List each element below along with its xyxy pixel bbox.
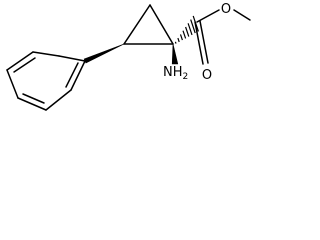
bond-ester-o-to-methyl (233, 9, 251, 21)
ester-group (194, 9, 251, 65)
phenyl-ring (6, 51, 86, 111)
amino-n-text: NH (163, 65, 183, 80)
carbonyl-oxygen-label: O (202, 68, 212, 83)
cyclopropane-ring (123, 4, 174, 45)
molecule-structure: O O NH2 (6, 2, 251, 111)
amino-group-label: NH2 (163, 65, 188, 82)
phenyl-inner-double-bond-2 (22, 93, 45, 104)
wedge-bond-to-phenyl (83, 43, 125, 64)
phenyl-inner-double-bond-1 (13, 57, 36, 73)
phenyl-inner-double-bond-3 (65, 62, 79, 88)
carbonyl-double-bond-a (194, 21, 204, 65)
carbonyl-double-bond-b (199, 20, 209, 64)
bond-carbonyl-to-ester-o (196, 9, 220, 23)
ring-bond-top-to-c1 (149, 4, 174, 45)
wedge-bond-to-amine (171, 43, 179, 65)
hashed-bond-to-carbonyl (174, 15, 199, 44)
ring-bond-top-to-c2 (123, 4, 151, 45)
ester-oxygen-label: O (221, 2, 231, 17)
amino-subscript-text: 2 (183, 72, 189, 82)
